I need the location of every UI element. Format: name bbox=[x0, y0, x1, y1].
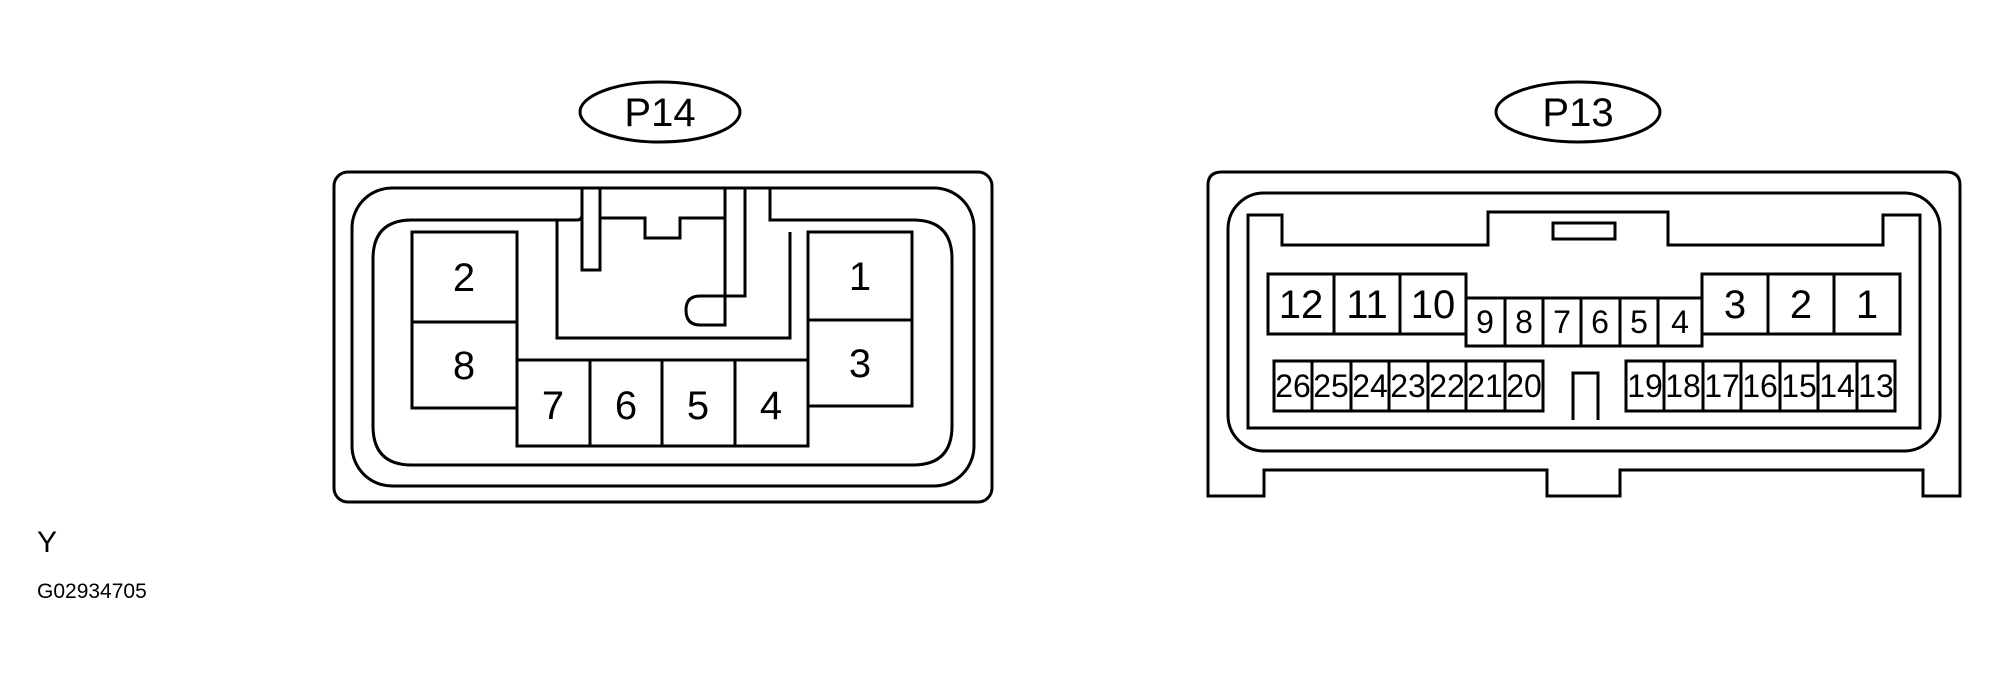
p13-pin-cell-4 bbox=[1656, 296, 1704, 348]
p13-pin-label-19: 19 bbox=[1627, 368, 1663, 404]
p14-cavity-outline bbox=[371, 188, 954, 467]
p13-pin-cell-20 bbox=[1503, 359, 1545, 413]
p14-connector bbox=[332, 80, 994, 504]
p14-pin-label-2: 2 bbox=[453, 256, 475, 300]
p14-outer-housing bbox=[332, 170, 994, 504]
p13-pin-label-23: 23 bbox=[1390, 368, 1426, 404]
p13-pin-cell-13 bbox=[1855, 359, 1897, 413]
p13-pin-label-9: 9 bbox=[1476, 304, 1494, 340]
p13-inner-housing bbox=[1226, 191, 1942, 453]
p14-pin-label-5: 5 bbox=[687, 384, 709, 428]
p14-pin-label-8: 8 bbox=[453, 344, 475, 388]
p13-pin-label-11: 11 bbox=[1346, 283, 1388, 327]
p14-pin-cell-4 bbox=[733, 358, 810, 448]
p13-pin-label-21: 21 bbox=[1467, 368, 1503, 404]
p13-pin-label-18: 18 bbox=[1665, 368, 1701, 404]
p13-pin-label-20: 20 bbox=[1506, 368, 1542, 404]
p13-connector bbox=[1206, 80, 1962, 498]
p13-outer-housing bbox=[1206, 170, 1962, 498]
p13-pin-label-13: 13 bbox=[1858, 368, 1894, 404]
p13-pin-label-5: 5 bbox=[1630, 304, 1648, 340]
p13-pin-label-7: 7 bbox=[1553, 304, 1571, 340]
p14-label-oval bbox=[578, 80, 742, 144]
p14-pin-label-4: 4 bbox=[760, 384, 782, 428]
p13-pin-label-22: 22 bbox=[1429, 368, 1465, 404]
p13-pin-label-8: 8 bbox=[1515, 304, 1533, 340]
p13-pin-label-10: 10 bbox=[1411, 283, 1456, 327]
p14-pin-label-3: 3 bbox=[849, 342, 871, 386]
p13-pin-label-16: 16 bbox=[1742, 368, 1778, 404]
p14-pin-label-6: 6 bbox=[615, 384, 637, 428]
p13-pin-label-15: 15 bbox=[1781, 368, 1817, 404]
p14-connector-label: P14 bbox=[624, 91, 695, 135]
p14-inner-housing bbox=[350, 186, 976, 488]
p13-pin-label-26: 26 bbox=[1275, 368, 1311, 404]
p13-pin-label-1: 1 bbox=[1856, 283, 1878, 327]
p13-lock-tab bbox=[1551, 221, 1617, 241]
code-letter: Y bbox=[37, 526, 58, 559]
figure-id: G02934705 bbox=[37, 580, 147, 603]
p14-pin-label-1: 1 bbox=[849, 255, 871, 299]
p14-pin-label-7: 7 bbox=[542, 384, 564, 428]
p13-pin-label-6: 6 bbox=[1591, 304, 1609, 340]
p13-pin-label-2: 2 bbox=[1790, 283, 1812, 327]
p13-pin-label-25: 25 bbox=[1313, 368, 1349, 404]
p13-pin-label-4: 4 bbox=[1671, 304, 1689, 340]
p13-cavity-outline bbox=[1246, 210, 1922, 430]
p14-keyway bbox=[555, 220, 792, 340]
p13-pin-cell-1 bbox=[1832, 272, 1902, 336]
p13-connector-label: P13 bbox=[1542, 91, 1613, 135]
p13-center-rib bbox=[1571, 371, 1600, 420]
p13-pin-label-17: 17 bbox=[1704, 368, 1740, 404]
p14-latch-hook bbox=[684, 188, 747, 327]
p14-latch-left bbox=[580, 188, 602, 272]
p13-label-oval bbox=[1494, 80, 1662, 144]
p13-pin-label-14: 14 bbox=[1819, 368, 1855, 404]
p13-pin-label-3: 3 bbox=[1724, 283, 1746, 327]
p14-latch-notch bbox=[600, 216, 725, 240]
p13-pin-label-12: 12 bbox=[1279, 283, 1324, 327]
p13-pin-label-24: 24 bbox=[1352, 368, 1388, 404]
